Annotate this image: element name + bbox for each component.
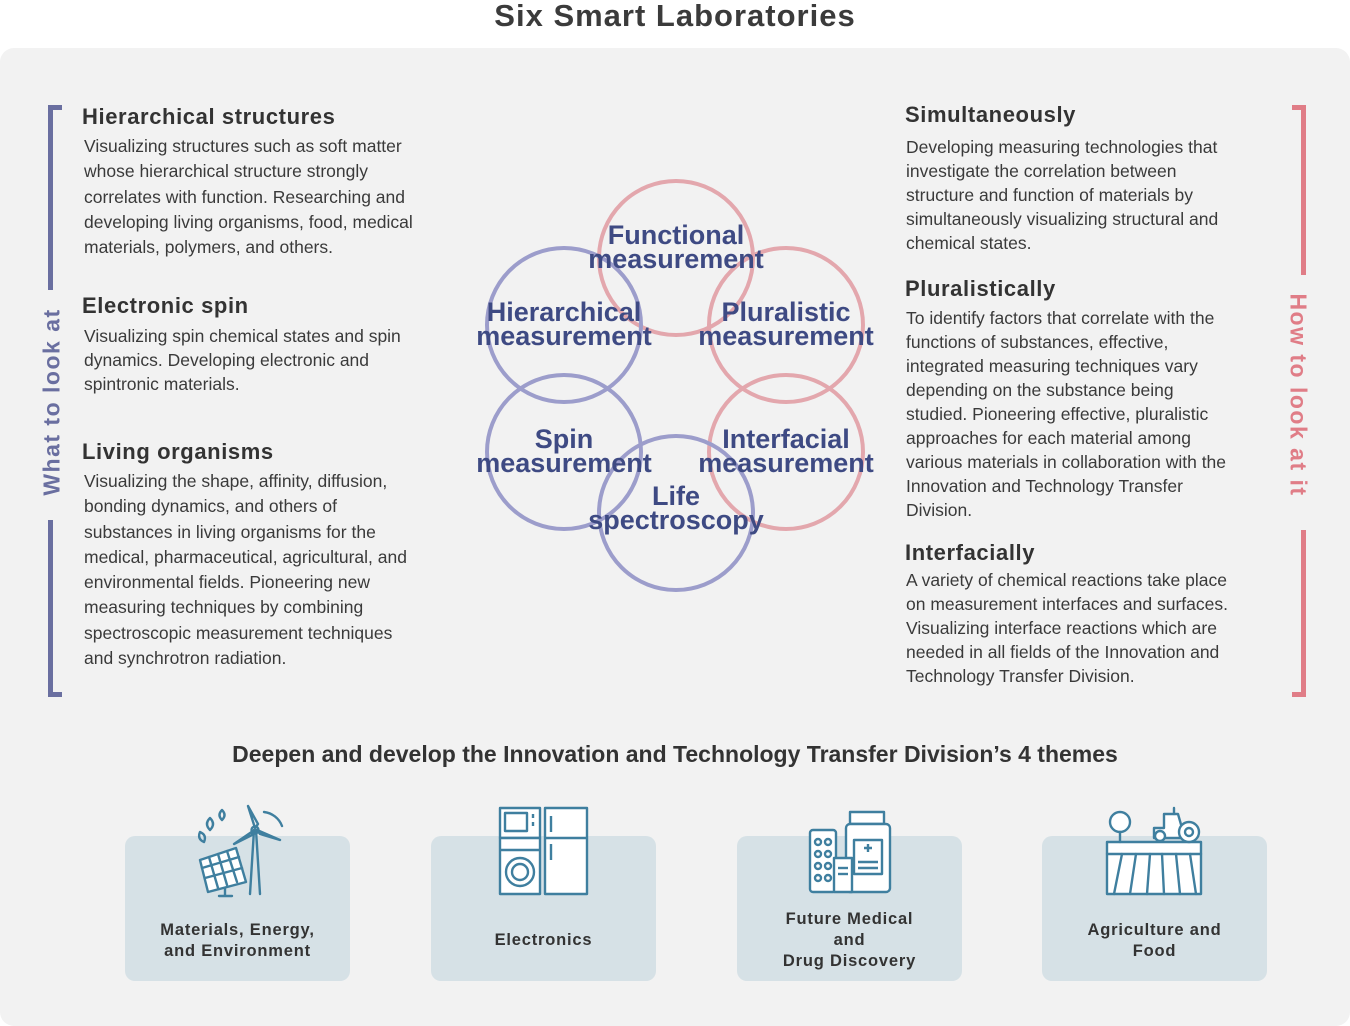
- what-to-look-at-label: What to look at: [38, 308, 65, 496]
- section-text-interfacially: A variety of chemical reactions take pla…: [906, 570, 1228, 686]
- venn-label-functional-1: Functional: [608, 220, 745, 250]
- circle-spin: [485, 373, 643, 531]
- section-text-electronic-spin: Visualizing spin chemical states and spi…: [84, 326, 401, 394]
- farm-tractor-icon: [1105, 806, 1203, 896]
- six-circle-diagram: Functional measurement Hierarchical meas…: [476, 179, 874, 592]
- section-heading-living-organisms: Living organisms: [82, 439, 274, 464]
- circle-pluralistic: [707, 246, 865, 404]
- section-text-pluralistically: To identify factors that correlate with …: [906, 308, 1227, 520]
- left-bracket-top: [48, 105, 62, 290]
- venn-label-spin-2: measurement: [476, 448, 652, 478]
- circle-life: [597, 434, 755, 592]
- venn-label-pluralistic-2: measurement: [698, 321, 874, 351]
- section-heading-hierarchical-structures: Hierarchical structures: [82, 104, 336, 129]
- venn-label-life-1: Life: [652, 481, 700, 511]
- section-text-living-organisms: Visualizing the shape, affinity, diffusi…: [84, 471, 407, 669]
- circle-hierarchical: [485, 246, 643, 404]
- venn-label-interfacial-1: Interfacial: [722, 424, 850, 454]
- venn-label-hierarchical-1: Hierarchical: [487, 297, 642, 327]
- venn-label-life-2: spectroscopy: [588, 505, 764, 535]
- theme-label-electronics: Electronics: [494, 931, 593, 949]
- theme-card-electronics: Electronics: [431, 836, 656, 981]
- left-bracket-bottom: [48, 520, 62, 697]
- venn-label-functional-2: measurement: [588, 244, 764, 274]
- right-bracket-top: [1292, 105, 1306, 275]
- venn-label-pluralistic-1: Pluralistic: [721, 297, 850, 327]
- medicine-icon: [808, 810, 892, 894]
- venn-label-interfacial-2: measurement: [698, 448, 874, 478]
- right-bracket-bottom: [1292, 530, 1306, 697]
- section-heading-pluralistically: Pluralistically: [905, 276, 1056, 301]
- section-heading-electronic-spin: Electronic spin: [82, 293, 249, 318]
- page-title: Six Smart Laboratories: [494, 0, 856, 33]
- how-to-look-at-it-label: How to look at it: [1285, 293, 1312, 497]
- solar-wind-icon: [197, 804, 284, 898]
- circle-interfacial: [707, 373, 865, 531]
- section-text-hierarchical-structures: Visualizing structures such as soft matt…: [84, 136, 413, 258]
- theme-label-materials: Materials, Energy,and Environment: [160, 921, 315, 960]
- venn-label-spin-1: Spin: [535, 424, 594, 454]
- venn-label-hierarchical-2: measurement: [476, 321, 652, 351]
- themes-title: Deepen and develop the Innovation and Te…: [232, 741, 1118, 767]
- appliances-icon: [498, 806, 589, 896]
- section-heading-simultaneously: Simultaneously: [905, 102, 1076, 127]
- section-heading-interfacially: Interfacially: [905, 540, 1036, 565]
